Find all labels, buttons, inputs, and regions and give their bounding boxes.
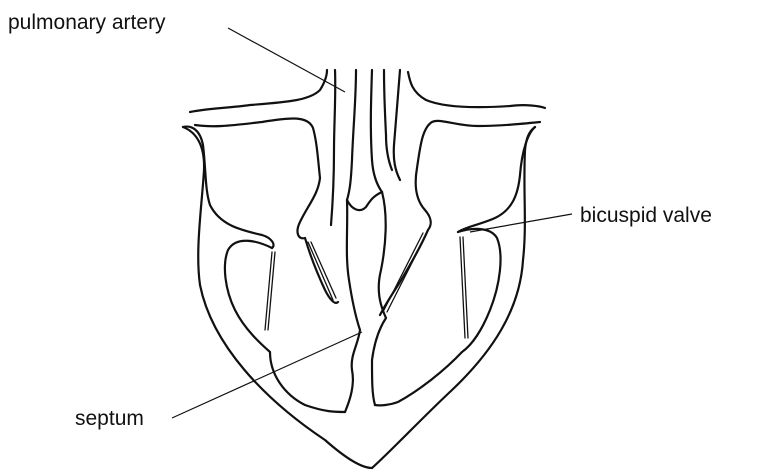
septum-wall: [345, 200, 360, 412]
right-inner-chordae-2: [387, 235, 426, 312]
bicuspid-valve-leader-line: [470, 214, 572, 232]
heart-outer-wall: [183, 127, 535, 468]
pulmonary-artery-left-wall: [331, 70, 335, 225]
bicuspid-valve-label: bicuspid valve: [580, 204, 712, 227]
left-vessel-top-wall: [190, 70, 327, 112]
aorta-right-wall: [384, 70, 392, 170]
septum-label: septum: [75, 407, 144, 430]
aorta-left-wall: [371, 70, 382, 192]
right-vessel-bottom-wall: [416, 121, 540, 230]
vessel-junction: [347, 192, 382, 210]
septum-leader-line: [172, 332, 362, 418]
left-atrium-wall: [183, 127, 274, 248]
left-vessel-bottom-wall: [195, 118, 320, 238]
right-inner-chordae-1: [384, 233, 423, 310]
pulmonary-artery-leader-line: [228, 28, 345, 92]
left-inner-chordae-1: [308, 242, 333, 300]
aorta-outer-wall: [394, 70, 400, 180]
left-inner-chordae-2: [311, 242, 336, 298]
right-vessel-top-wall: [408, 72, 545, 108]
pulmonary-artery-label: pulmonary artery: [8, 11, 166, 34]
pulmonary-artery-right-wall: [347, 70, 356, 200]
septum-right-wall: [372, 192, 386, 405]
right-ventricle-inner-wall: [375, 229, 501, 405]
